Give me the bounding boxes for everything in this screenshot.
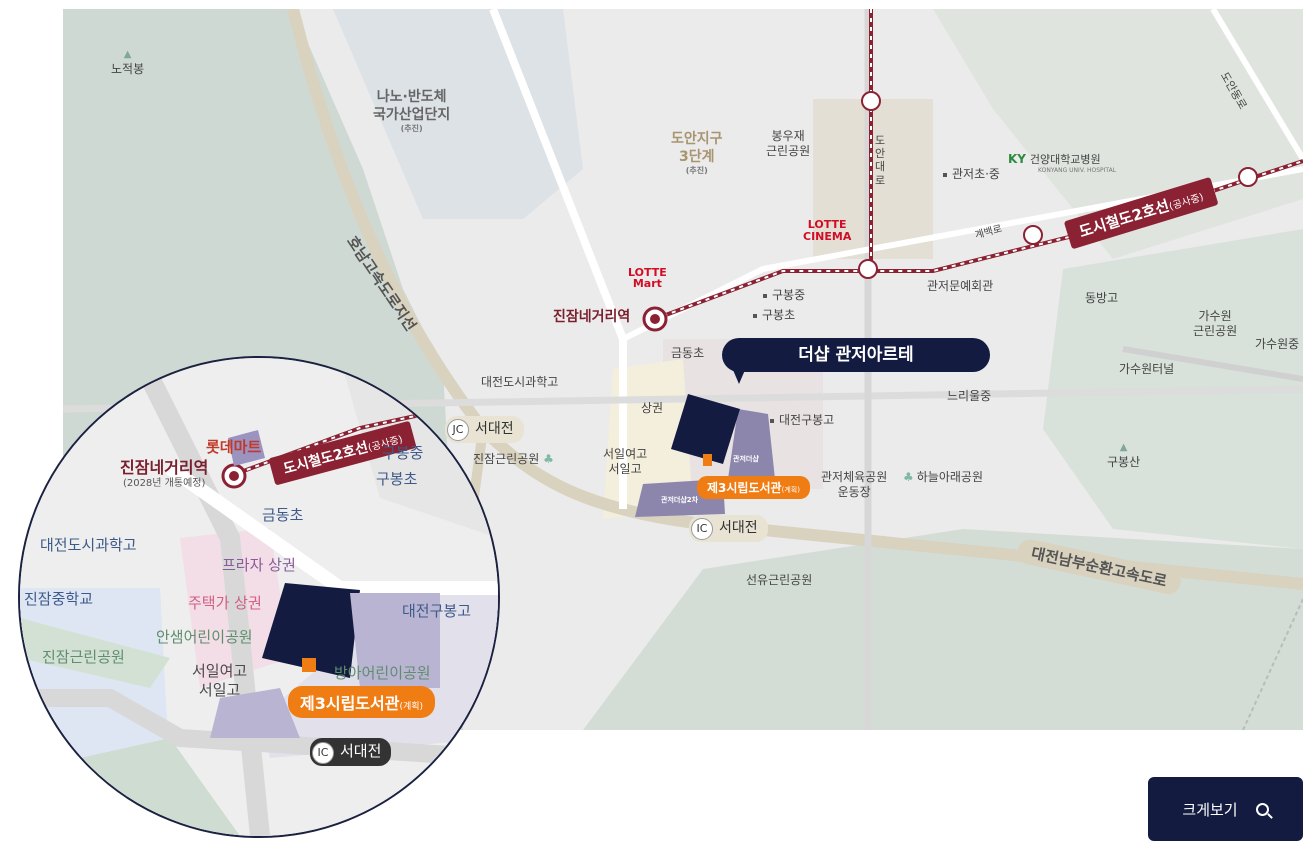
konyang-hospital-label: KY 건양대학교병원 KONYANG UNIV. HOSPITAL	[1008, 152, 1117, 174]
inset-geumdong-elem-label: 금동초	[262, 506, 304, 524]
site-name-callout[interactable]: 더샵 관저아르테	[722, 338, 990, 372]
gwanjeo-sports-park-label: 관저체육공원 운동장	[821, 470, 888, 499]
inset-station-label: 진잠네거리역(2028년 개통예정)	[120, 458, 209, 489]
haneul-park-label: ♣하늘아래공원	[903, 470, 984, 484]
inset-seoil-schools-label: 서일여고 서일고	[192, 662, 248, 699]
railway	[1242, 598, 1303, 730]
site-building	[671, 394, 740, 464]
neuriul-middle-label: 느리울중	[947, 389, 992, 403]
doan-district-label: 도안지구 3단계(추진)	[671, 131, 723, 175]
lotte-cinema-logo: LOTTE CINEMA	[803, 218, 852, 243]
gwanjeo-the-sharp2-label: 관저더샵2차	[661, 496, 699, 504]
seoil-schools-label: 서일여고 서일고	[603, 447, 648, 476]
zoom-button[interactable]: 크게보기	[1148, 777, 1303, 841]
inset-gubong-elem-label: 구봉초	[376, 470, 418, 488]
inset-ansaem-playground-label: 안샘어린이공원	[156, 628, 253, 646]
gubongsan-label: ▲구봉산	[1107, 442, 1141, 469]
inset-science-high-label: 대전도시과학고	[40, 536, 137, 554]
site-callout-pointer	[733, 370, 745, 384]
gasuwon-tunnel-label: 가수원터널	[1119, 362, 1175, 376]
inset-base	[20, 358, 498, 836]
gasuwon-middle-label: 가수원중	[1255, 337, 1300, 351]
inset-bangah-playground-label: 방아어린이공원	[334, 664, 431, 682]
inset-library-marker	[302, 658, 316, 672]
industrial-complex-label: 나노·반도체 국가산업단지(추진)	[373, 89, 451, 133]
konyang-logo-icon: KY	[1008, 152, 1026, 166]
gwanjeo-elem-label: 관저초·중	[943, 167, 1000, 182]
dongbang-high-label: 동방고	[1085, 291, 1119, 305]
inset-jinjam-park-label: 진잠근린공원	[42, 648, 125, 666]
bongwoojae-park-label: 봉우재 근린공원	[766, 129, 811, 158]
inset-park-area	[20, 618, 170, 688]
sanggwon-label: 상권	[641, 401, 664, 415]
inset-lotte-mart-marker	[228, 430, 265, 466]
inset-lotte-mart-label: 롯데마트	[206, 438, 262, 456]
metro-station-4	[1238, 167, 1258, 187]
inset-plaza-sanggwon-label: 프라자 상권	[222, 556, 296, 574]
geumdong-elem-label: 금동초	[671, 346, 705, 360]
gwanjeo-the-sharp-building	[728, 409, 775, 479]
metro-station-1	[861, 91, 881, 111]
inset-gubong-middle-label: 구봉중	[382, 444, 424, 462]
industrial-area	[333, 9, 583, 219]
search-icon	[1255, 802, 1269, 816]
gwanjeo-culture-hall-label: 관저문예회관	[927, 279, 994, 293]
zoom-inset-map: 롯데마트 진잠네거리역(2028년 개통예정) 도시철도2호선(공사중) 구봉중…	[18, 356, 500, 838]
zoom-button-label: 크게보기	[1182, 800, 1238, 819]
daejeon-gubong-high-label: 대전구봉고	[770, 413, 834, 428]
library-marker	[703, 454, 712, 466]
inset-road-3	[165, 462, 498, 595]
inset-residential-sanggwon-label: 주택가 상권	[188, 594, 262, 612]
inset-jinjam-middle-label: 진잠중학교	[24, 590, 94, 608]
inset-site-building	[262, 583, 360, 678]
gubong-middle-label: 구봉중	[763, 288, 805, 303]
nojeokbong-label: ▲노적봉	[111, 49, 145, 76]
doan-dongro-road	[1210, 9, 1303, 161]
doan-daero-road-label: 도 안 대 로	[875, 134, 886, 187]
daejeon-science-high-label: 대전도시과학고	[481, 375, 559, 389]
inset-gubong-high-label: 대전구봉고	[402, 602, 472, 620]
jinjam-station-label: 진잠네거리역	[553, 309, 631, 325]
lotte-mart-logo: LOTTE Mart	[628, 266, 667, 290]
inset-green-south	[21, 738, 240, 836]
gasuwon-park-label: 가수원 근린공원	[1193, 309, 1238, 338]
seonyu-park-label: 선유근린공원	[746, 573, 813, 587]
metro-station-2	[858, 259, 878, 279]
tunnel-road	[1122, 346, 1303, 382]
metro-station-3	[1023, 225, 1043, 245]
forest-area-south	[583, 529, 1303, 730]
inset-library-tag: 제3시립도서관(계획)	[288, 686, 436, 718]
gwanjeo-the-sharp-label: 관저더샵	[733, 455, 759, 463]
library-tag: 제3시립도서관(계획)	[697, 476, 810, 499]
gubong-elem-label: 구봉초	[753, 308, 795, 323]
